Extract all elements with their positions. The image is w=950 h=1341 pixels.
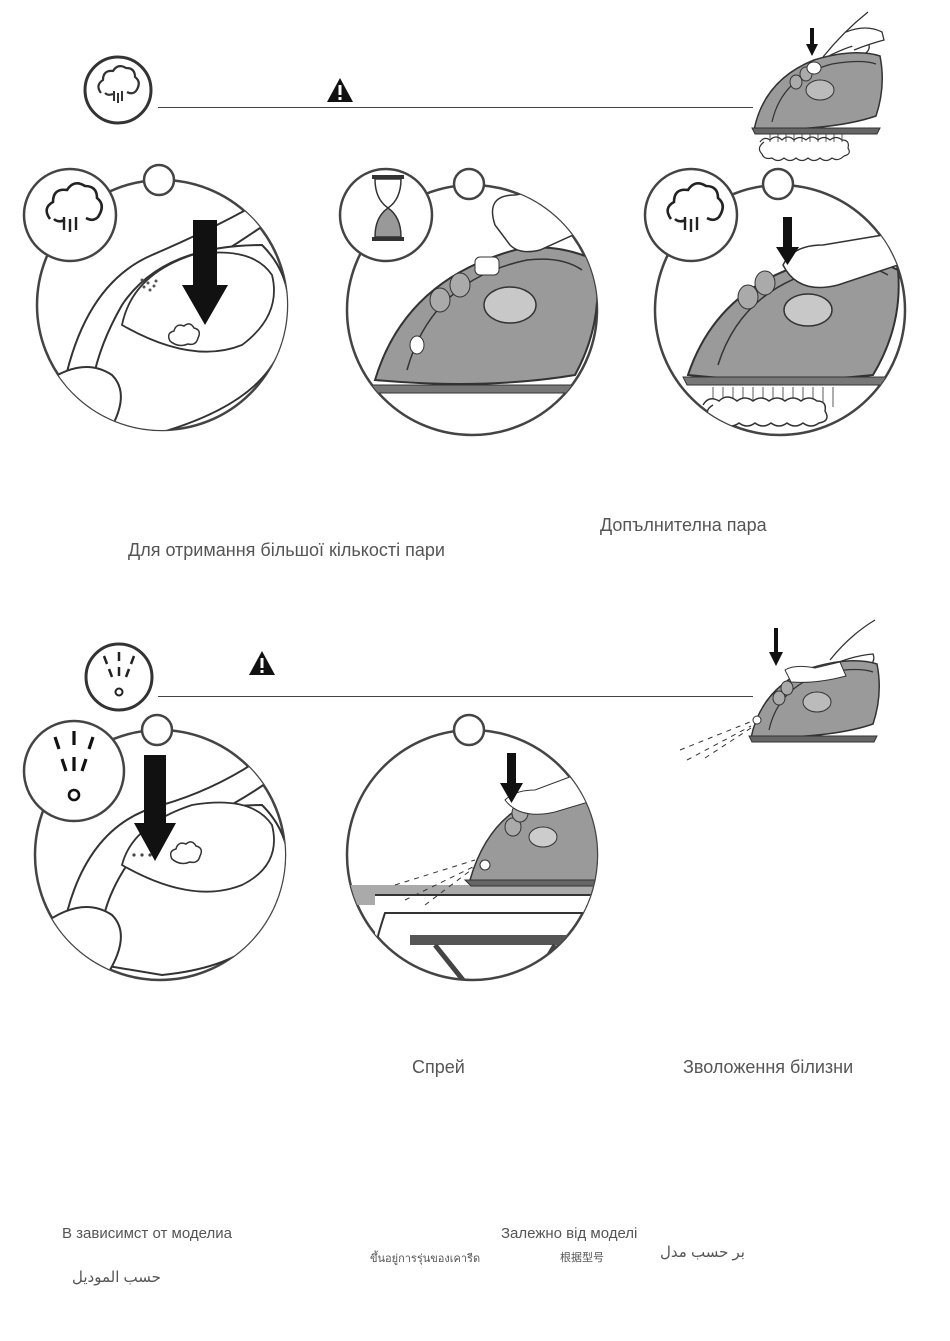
spray-icon xyxy=(22,715,132,825)
footer-depends-bg: В зависимст от моделиа xyxy=(62,1225,232,1242)
footer-depends-th: ขึ้นอยู่การรุ่นของเคารีด xyxy=(370,1249,480,1267)
section-divider-line xyxy=(158,696,753,697)
steam-cloud-icon xyxy=(643,167,743,267)
footer-depends-ar: حسب الموديل xyxy=(72,1268,161,1286)
spray-icon xyxy=(84,642,154,712)
iron-steam-burst-illustration xyxy=(748,2,888,167)
step-2-panel xyxy=(335,165,610,440)
warning-triangle-icon xyxy=(248,650,276,676)
footer-depends-fa: بر حسب مدل xyxy=(660,1243,745,1261)
spray-step-2-panel xyxy=(335,715,610,990)
section-divider-line xyxy=(158,107,753,108)
caption-bg: Допълнителна пара xyxy=(600,515,767,536)
step-3-panel xyxy=(643,165,918,440)
footer-depends-zh: 根据型号 xyxy=(560,1249,604,1265)
footer-depends-uk: Залежно від моделі xyxy=(501,1225,637,1242)
step-1-panel xyxy=(22,165,297,440)
warning-triangle-icon xyxy=(326,77,354,103)
spray-iron-icon xyxy=(335,715,610,990)
spray-step-1-panel xyxy=(22,715,297,990)
caption-uk: Для отримання більшої кількості пари xyxy=(128,540,445,561)
steam-cloud-icon xyxy=(83,55,153,125)
steam-cloud-icon xyxy=(22,167,122,267)
hourglass-icon xyxy=(338,167,438,267)
iron-spray-illustration xyxy=(675,610,885,770)
caption-spray-uk: Зволоження білизни xyxy=(683,1057,853,1078)
caption-spray-bg: Спрей xyxy=(412,1057,465,1078)
